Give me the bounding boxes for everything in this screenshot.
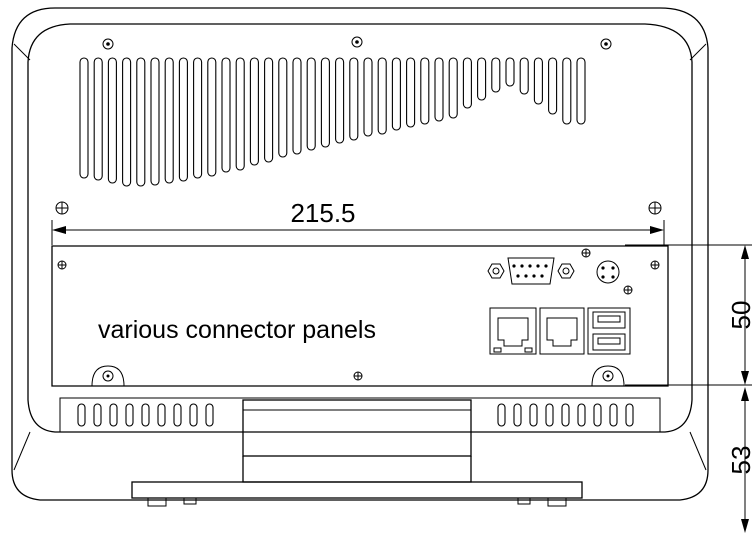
vent-slot bbox=[150, 57, 160, 186]
panel-screw-right bbox=[650, 260, 660, 270]
vent-slot bbox=[278, 57, 288, 158]
bottom-vent-slot bbox=[513, 403, 522, 427]
top-vent-slots bbox=[79, 57, 586, 187]
bottom-vent-slot bbox=[577, 403, 586, 427]
vent-slot bbox=[548, 57, 558, 115]
vent-slot bbox=[207, 57, 217, 177]
height-dimension-label: 50 bbox=[726, 301, 755, 330]
vent-slot bbox=[477, 57, 487, 101]
serial-port bbox=[487, 257, 575, 285]
bottom-vent-slot bbox=[77, 403, 86, 427]
vent-slot bbox=[335, 57, 345, 144]
vent-slot bbox=[420, 57, 430, 125]
vent-slot bbox=[178, 57, 188, 182]
stand-dimension-line bbox=[741, 387, 749, 533]
bottom-vent-slot bbox=[593, 403, 602, 427]
bottom-vent-slot bbox=[173, 403, 182, 427]
vent-slot bbox=[136, 57, 146, 187]
inner-bezel bbox=[27, 23, 693, 433]
bottom-vent-slot bbox=[561, 403, 570, 427]
width-dimension-line bbox=[51, 220, 665, 245]
vent-slot bbox=[79, 57, 89, 179]
width-dimension-label: 215.5 bbox=[290, 198, 355, 228]
vent-slot bbox=[519, 57, 529, 95]
corner-line-bl bbox=[13, 431, 31, 471]
bottom-vent-slot bbox=[205, 403, 214, 427]
vent-slot bbox=[107, 57, 117, 184]
lan-port-1 bbox=[489, 307, 537, 355]
vent-slot bbox=[93, 57, 103, 181]
stand bbox=[131, 399, 583, 507]
bottom-vent-slot bbox=[625, 403, 634, 427]
screw-top-center bbox=[351, 36, 363, 48]
vent-slot bbox=[406, 57, 416, 128]
mount-screw-right bbox=[648, 201, 662, 215]
vent-slot bbox=[264, 57, 274, 163]
outer-housing bbox=[11, 7, 709, 501]
vent-slot bbox=[249, 57, 259, 166]
corner-line-tr bbox=[689, 43, 707, 61]
screw-top-left bbox=[102, 38, 114, 50]
vent-slot bbox=[434, 57, 444, 122]
stand-dimension-label: 53 bbox=[726, 446, 755, 475]
connector-panel-label: various connector panels bbox=[98, 316, 376, 344]
vent-slot bbox=[391, 57, 401, 131]
power-connector bbox=[581, 248, 633, 295]
vent-slot bbox=[164, 57, 174, 184]
bottom-vent-slot bbox=[497, 403, 506, 427]
lan-port-2 bbox=[539, 307, 585, 355]
vent-slot bbox=[533, 57, 543, 105]
vent-slot bbox=[377, 57, 387, 135]
vent-slot bbox=[292, 57, 302, 155]
vent-slot bbox=[576, 57, 586, 125]
bottom-vent-slot bbox=[189, 403, 198, 427]
vent-slot bbox=[320, 57, 330, 148]
corner-line-br bbox=[689, 431, 707, 471]
bottom-vent-slot bbox=[109, 403, 118, 427]
connector-panel bbox=[51, 245, 669, 387]
bottom-vent-slot bbox=[529, 403, 538, 427]
vent-slot bbox=[462, 57, 472, 109]
panel-hole-bottom-right bbox=[591, 365, 625, 387]
vent-slot bbox=[448, 57, 458, 119]
vent-slot bbox=[491, 57, 501, 93]
bottom-vent-slots bbox=[77, 403, 634, 427]
bottom-vent-slot bbox=[545, 403, 554, 427]
vent-slot bbox=[122, 57, 132, 187]
vent-slot bbox=[505, 57, 515, 87]
panel-hole-bottom-left bbox=[91, 365, 125, 387]
bottom-vent-slot bbox=[125, 403, 134, 427]
vent-slot bbox=[221, 57, 231, 173]
bottom-vent-slot bbox=[141, 403, 150, 427]
vent-slot bbox=[349, 57, 359, 141]
vent-slot bbox=[235, 57, 245, 171]
vent-slot bbox=[306, 57, 316, 151]
bottom-vent-slot bbox=[93, 403, 102, 427]
panel-screw-left bbox=[57, 260, 67, 270]
vent-slot bbox=[363, 57, 373, 137]
mount-screw-left bbox=[55, 201, 69, 215]
height-dimension-line bbox=[625, 244, 752, 386]
vent-slot bbox=[193, 57, 203, 179]
panel-screw-bottom-center bbox=[353, 371, 363, 381]
vent-slot bbox=[562, 57, 572, 125]
bottom-vent-slot bbox=[609, 403, 618, 427]
bottom-ledge bbox=[59, 397, 661, 432]
usb-ports bbox=[587, 307, 631, 355]
bottom-vent-slot bbox=[157, 403, 166, 427]
screw-top-right bbox=[600, 38, 612, 50]
corner-line-tl bbox=[13, 43, 31, 61]
